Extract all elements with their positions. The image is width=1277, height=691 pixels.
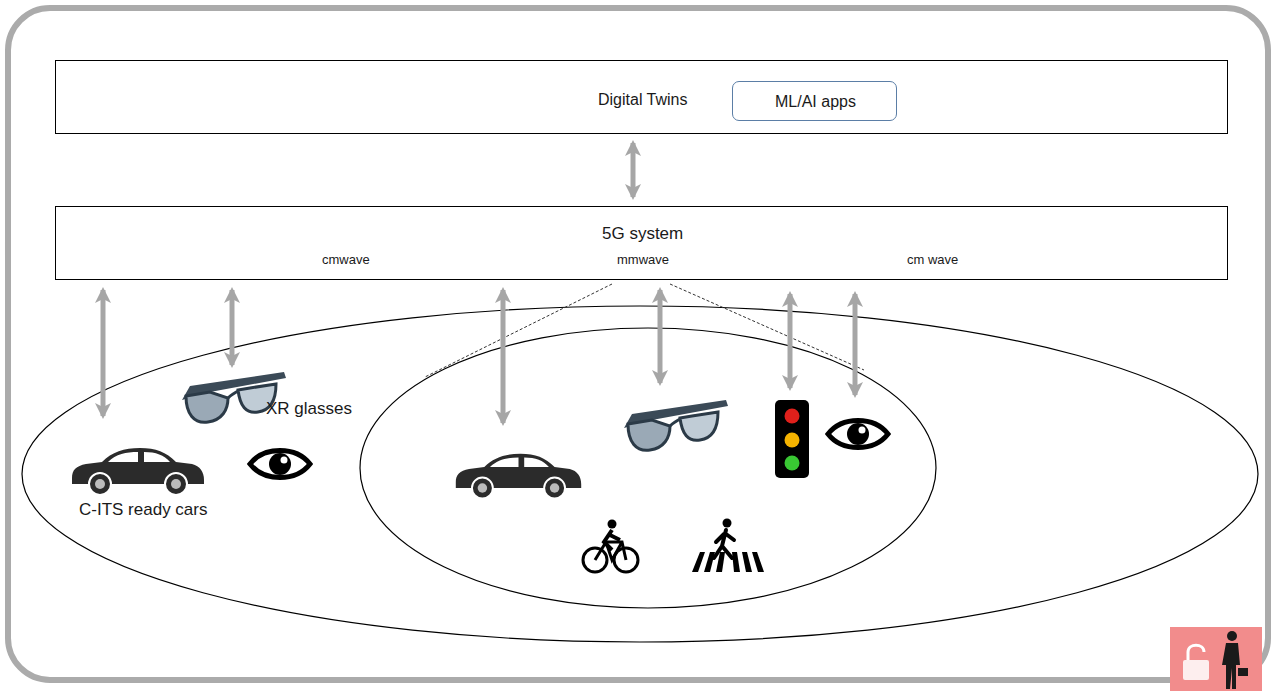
digital-twins-band: ML/AI apps Digital Twins [55, 60, 1228, 134]
band-label: mmwave [617, 253, 669, 268]
band-label: cmwave [322, 253, 370, 268]
ml-ai-apps-box: ML/AI apps [732, 81, 897, 121]
band-label: cm wave [907, 253, 958, 268]
beam-line [670, 284, 864, 370]
link-arrow [631, 143, 636, 197]
radio-links [103, 290, 855, 423]
outer-frame [8, 8, 1268, 680]
cmwave-coverage [22, 306, 1258, 642]
beam-line [425, 284, 612, 377]
node-title: ML/AI apps [775, 93, 856, 111]
5g-system-band: 5G system cmwave mmwave cm wave [55, 206, 1228, 280]
device-label: C-ITS ready cars [79, 500, 207, 520]
mmwave-coverage [360, 328, 936, 608]
node-title: 5G system [602, 224, 683, 244]
node-title: Digital Twins [598, 91, 688, 109]
bicycle-icon [583, 520, 638, 573]
traffic-light-icon [775, 400, 809, 478]
pedestrian-icon [692, 519, 764, 573]
device-label: XR glasses [266, 399, 352, 419]
lock-badge [1170, 627, 1262, 691]
